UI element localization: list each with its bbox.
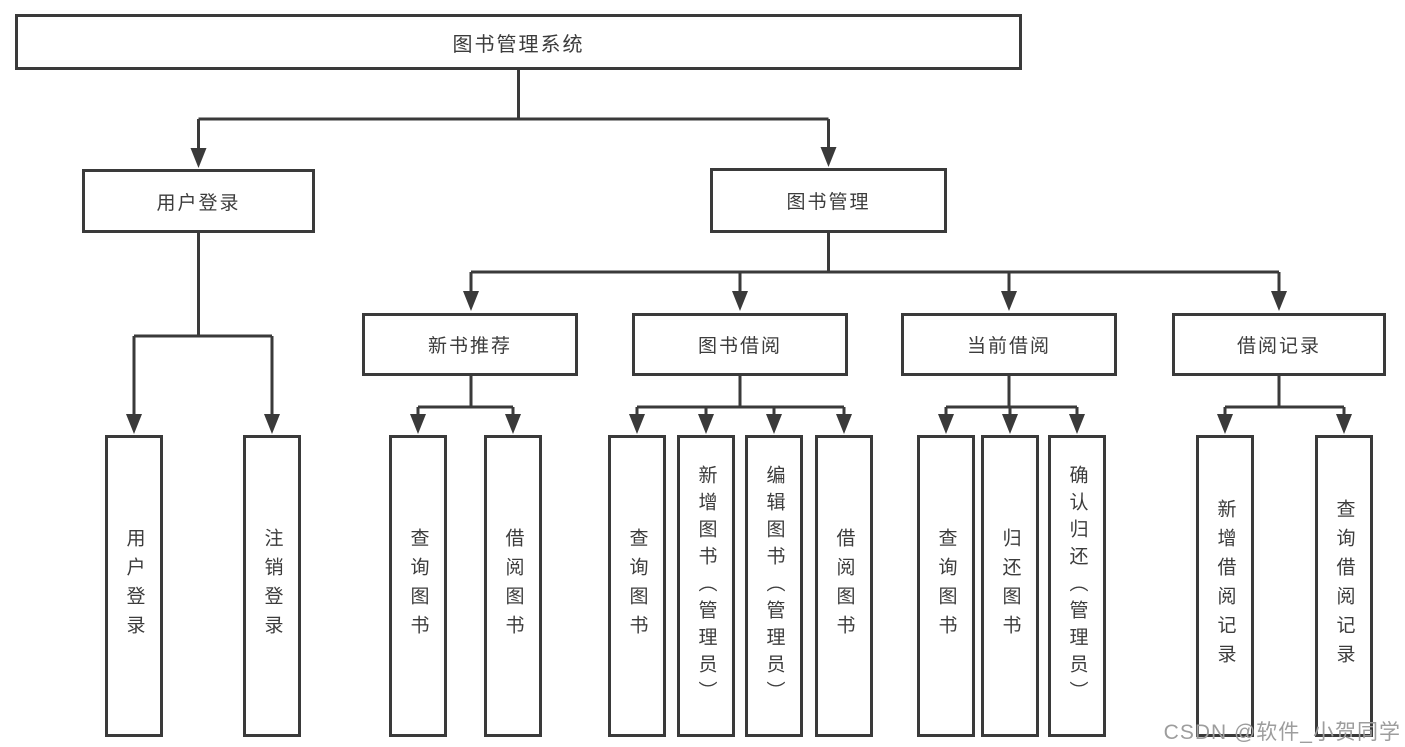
arrowhead	[190, 148, 207, 168]
node-borrowing-records: 借阅记录	[1172, 313, 1386, 376]
arrowhead	[698, 414, 714, 434]
arrowhead	[410, 414, 426, 434]
edge-new-book-branch	[416, 375, 515, 418]
node-book-borrowing: 图书借阅	[632, 313, 848, 376]
leaf-query-borrow-record: 查询借阅记录	[1315, 435, 1373, 737]
leaf-query-books-current: 查询图书	[917, 435, 975, 737]
leaf-edit-books-admin: 编辑图书（管理员）	[745, 435, 803, 737]
arrowhead	[1271, 291, 1287, 311]
edge-user-login-branch	[132, 233, 274, 418]
arrowhead	[766, 414, 782, 434]
node-book-management: 图书管理	[710, 168, 947, 233]
edge-current-borrow-branch	[944, 376, 1079, 418]
edge-book-mgmt-branch	[469, 233, 1281, 295]
leaf-logout: 注销登录	[243, 435, 301, 737]
edge-borrow-record-branch	[1223, 375, 1346, 418]
arrowhead	[732, 291, 748, 311]
arrowhead	[264, 414, 280, 434]
leaf-confirm-return-admin: 确认归还（管理员）	[1048, 435, 1106, 737]
arrowhead	[1069, 414, 1085, 434]
node-new-book-recommend: 新书推荐	[362, 313, 578, 376]
leaf-query-books-borrowing: 查询图书	[608, 435, 666, 737]
leaf-borrow-books: 借阅图书	[815, 435, 873, 737]
leaf-return-books: 归还图书	[981, 435, 1039, 737]
edge-book-borrow-branch	[635, 375, 846, 418]
node-user-login: 用户登录	[82, 169, 315, 233]
arrowheads	[126, 147, 1352, 434]
leaf-query-books-recommend: 查询图书	[389, 435, 447, 737]
arrowhead	[126, 414, 142, 434]
arrowhead	[938, 414, 954, 434]
leaf-user-login: 用户登录	[105, 435, 163, 737]
arrowhead	[836, 414, 852, 434]
node-current-borrowing: 当前借阅	[901, 313, 1117, 376]
arrowhead	[1217, 414, 1233, 434]
leaf-borrow-books-recommend: 借阅图书	[484, 435, 542, 737]
csdn-watermark: CSDN @软件_小贺同学	[1163, 721, 1401, 744]
arrowhead	[1002, 414, 1018, 434]
leaf-add-borrow-record: 新增借阅记录	[1196, 435, 1254, 737]
node-library-management-system: 图书管理系统	[15, 14, 1022, 70]
arrowhead	[1336, 414, 1352, 434]
leaf-add-books-admin: 新增图书（管理员）	[677, 435, 735, 737]
arrowhead	[463, 291, 479, 311]
arrowhead	[505, 414, 521, 434]
arrowhead	[629, 414, 645, 434]
arrowhead	[1001, 291, 1017, 311]
arrowhead	[820, 147, 837, 167]
edge-root-to-level2	[197, 70, 830, 152]
